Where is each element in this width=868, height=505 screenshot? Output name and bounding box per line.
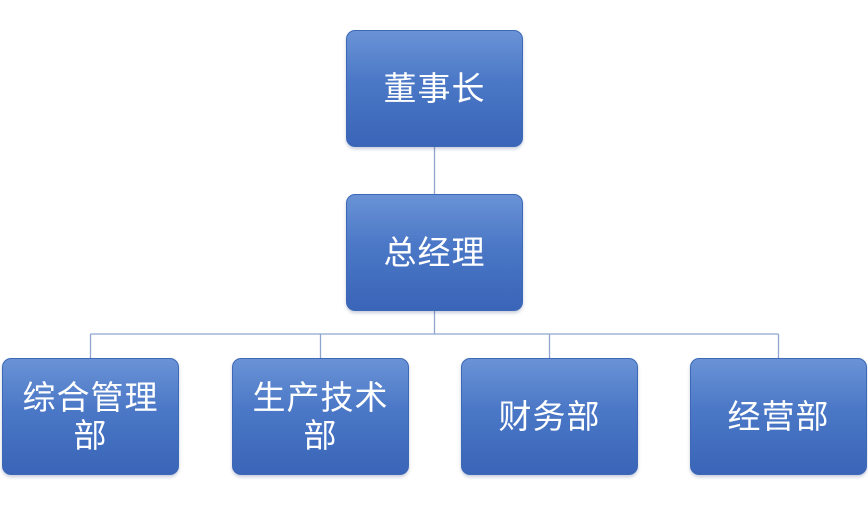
- node-chairman-label: 董事长: [383, 68, 486, 108]
- node-admin-department-label: 综合管理部: [22, 377, 159, 455]
- node-finance-department: 财务部: [461, 358, 638, 475]
- node-finance-department-label: 财务部: [498, 396, 601, 436]
- node-production-department: 生产技术部: [232, 358, 409, 475]
- node-chairman: 董事长: [346, 30, 523, 147]
- node-production-department-label: 生产技术部: [252, 377, 389, 455]
- node-sales-department-label: 经营部: [727, 396, 830, 436]
- node-admin-department: 综合管理部: [2, 358, 179, 475]
- node-general-manager: 总经理: [346, 194, 523, 311]
- node-sales-department: 经营部: [690, 358, 867, 475]
- node-general-manager-label: 总经理: [383, 232, 486, 272]
